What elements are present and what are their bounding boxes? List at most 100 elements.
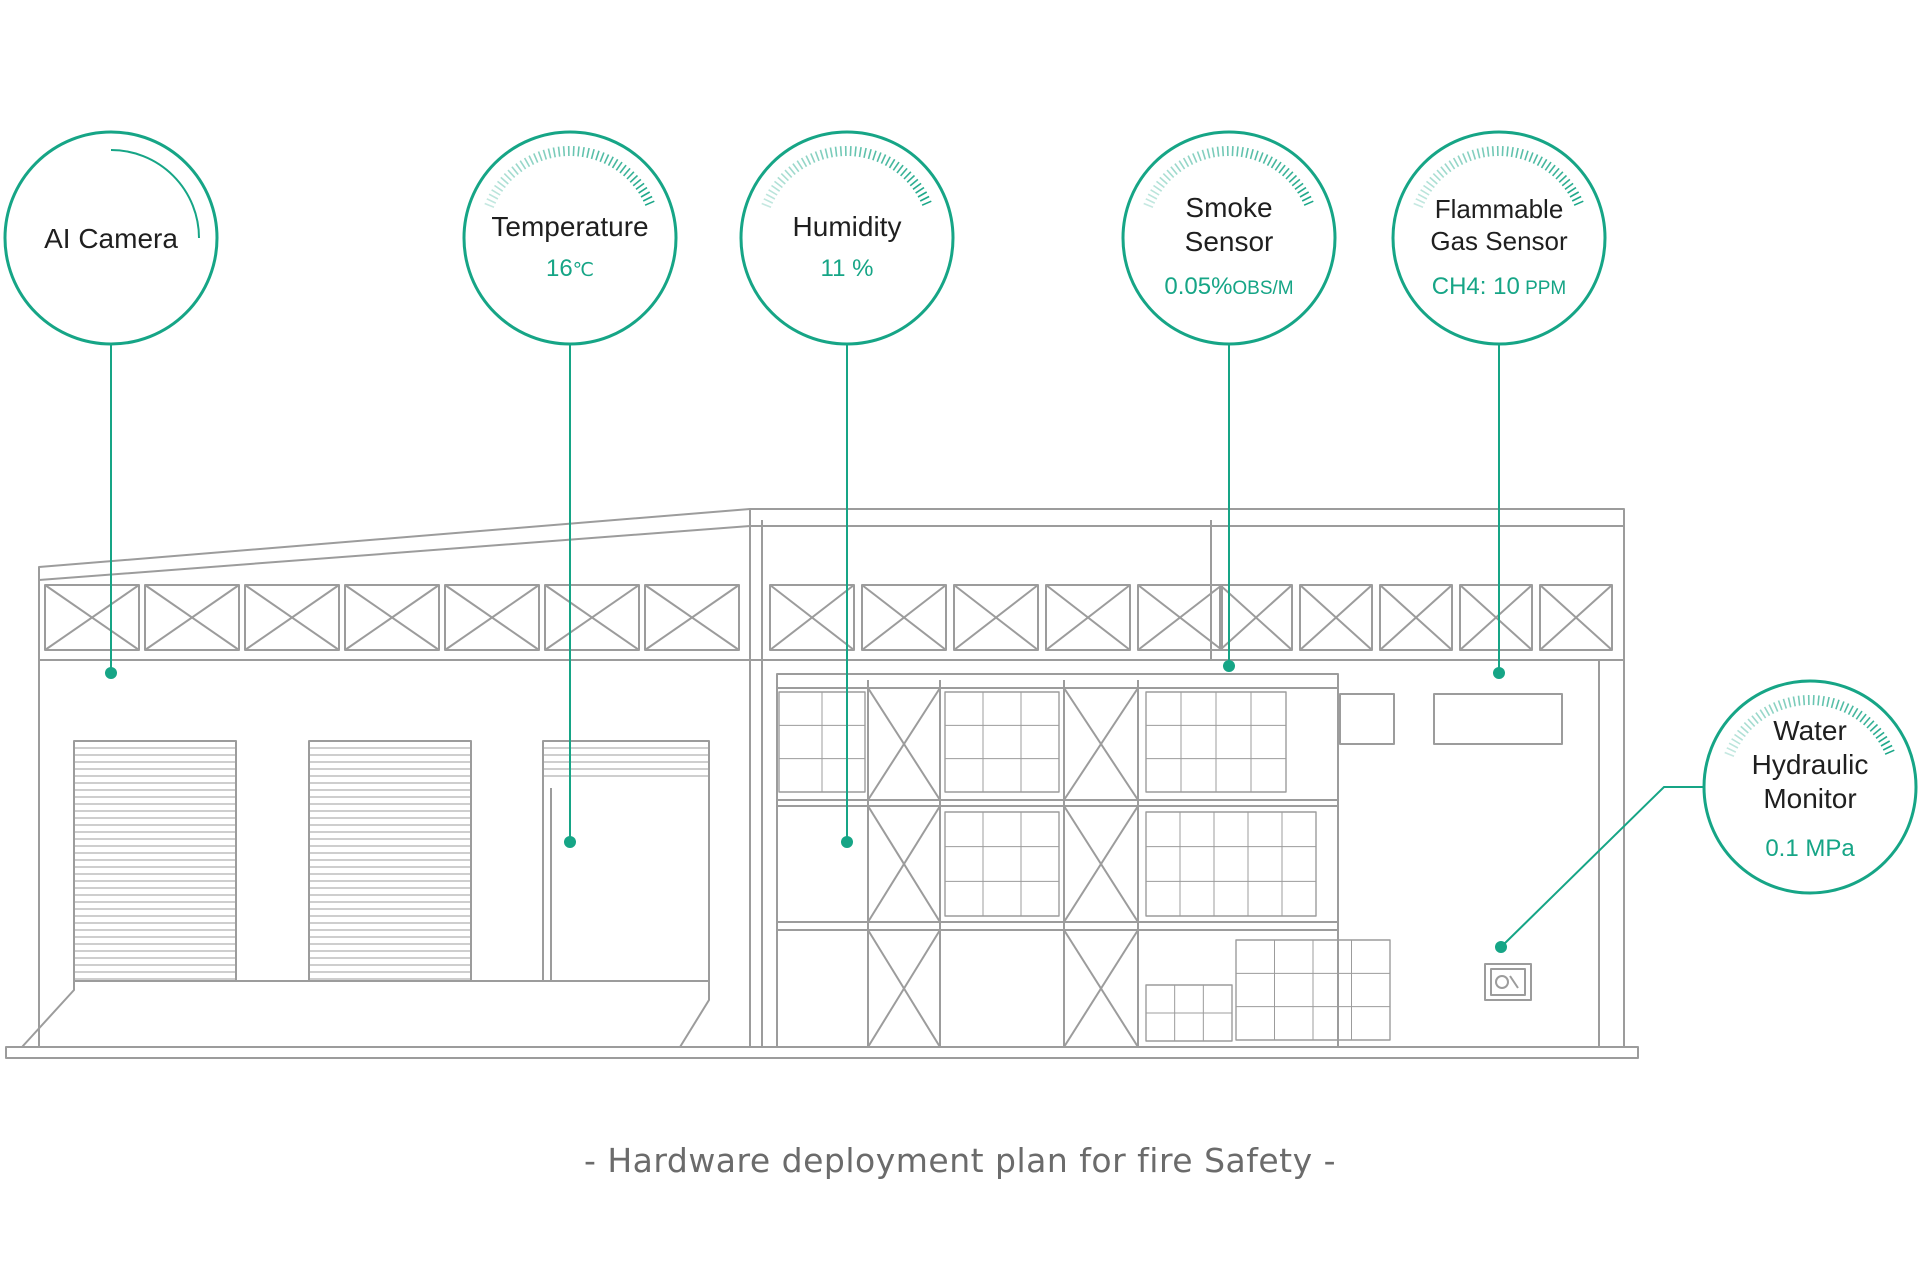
truss-brace (344, 584, 440, 651)
gauge-tick (537, 151, 543, 162)
rack-brace (1063, 687, 1139, 801)
gauge-tick (626, 171, 635, 180)
gauge-tick (863, 147, 867, 158)
truss-brace (144, 584, 240, 651)
gauge-tick (1221, 146, 1225, 157)
gauge-tick (1561, 178, 1571, 187)
gauge-tick (1763, 706, 1771, 717)
gauge-tick (1851, 707, 1859, 718)
gauge-tick (909, 178, 919, 187)
hydrant-cabinet-icon (1484, 963, 1532, 1001)
roller-door-3-open (542, 740, 710, 982)
gauge-tick (581, 146, 585, 158)
gauge-tick (824, 148, 829, 159)
gauge-tick (1859, 713, 1867, 723)
truss-bay (1459, 584, 1533, 651)
truss-brace (861, 584, 947, 651)
gauge-tick (1755, 712, 1763, 722)
gauge-tick (486, 198, 497, 204)
truss-bay (953, 584, 1039, 651)
sensor-title: Humidity (793, 211, 902, 242)
truss-bay (861, 584, 947, 651)
gauge-tick (547, 148, 552, 159)
gauge-tick (1201, 149, 1207, 160)
gauge-tick (814, 151, 820, 162)
gauge-tick (1145, 198, 1156, 204)
truss-bay (1379, 584, 1453, 651)
gauge-tick (1216, 146, 1220, 157)
arc-indicator-icon (110, 149, 200, 239)
sensor-title: Temperature (491, 211, 648, 242)
gauge-tick (1555, 171, 1564, 180)
gauge-tick (1787, 697, 1792, 708)
roller-door-1 (73, 740, 237, 982)
gauge-tick (1536, 156, 1543, 166)
truss-brace (953, 584, 1039, 651)
gauge-tick (533, 153, 539, 163)
gauge-tick (1294, 182, 1304, 190)
gauge-tick (796, 160, 804, 170)
gauge-tick (1281, 167, 1290, 177)
gauge-tick (1481, 147, 1485, 158)
mount-point-water-hydraulic-monitor (1495, 941, 1507, 953)
gauge-tick (1571, 195, 1582, 202)
gauge-tick (632, 178, 642, 187)
gauge-tick (1288, 174, 1298, 183)
bubble-ring (1121, 130, 1337, 346)
water-hydraulic-monitor-bubble: Water Hydraulic Monitor 0.1 MPa (1702, 679, 1918, 895)
gauge-tick (503, 173, 512, 182)
pallet-stack (944, 691, 1060, 793)
gauge-tick (761, 202, 772, 209)
sensor-title: AI Camera (44, 223, 178, 254)
gauge-tick (577, 146, 580, 157)
sensor-reading: 0.1 MPa (1765, 835, 1855, 862)
gauge-tick (1759, 709, 1767, 719)
gauge-tick (1880, 740, 1891, 747)
gauge-tick (800, 157, 808, 168)
gauge-tick (915, 186, 925, 194)
truss-bay (244, 584, 340, 651)
gauge-tick (1457, 155, 1464, 165)
sensor-value: 16 (546, 255, 573, 282)
gauge-tick (1301, 195, 1312, 202)
gauge-tick (607, 156, 614, 166)
gauge-tick (1423, 184, 1433, 192)
sensor-connectors (110, 343, 1704, 948)
bubble-ring (3, 130, 219, 346)
sensor-unit: ℃ (573, 260, 594, 281)
gauge-tick (557, 146, 561, 157)
sensor-unit: % (845, 255, 873, 282)
gauge-tick (1211, 147, 1215, 158)
truss-bay (644, 584, 740, 651)
ground-line (5, 1046, 1639, 1059)
gauge-tick (1510, 146, 1514, 158)
pallet-stack (1145, 811, 1317, 917)
sensor-reading: 11 % (821, 255, 874, 282)
gauge-tick (780, 173, 789, 182)
gauge-tick (1731, 738, 1741, 745)
gauge-tick (1532, 154, 1539, 164)
truss-bay (344, 584, 440, 651)
sensor-title-line-2: Hydraulic (1752, 749, 1869, 780)
sensor-value: 11 (821, 255, 846, 282)
gauge-tick (892, 161, 900, 171)
sensor-title-line-3: Monitor (1763, 783, 1856, 814)
truss-brace (1539, 584, 1613, 651)
gauge-tick (1782, 698, 1788, 709)
gauge-tick (1797, 695, 1801, 706)
bubble-ring (739, 130, 955, 346)
rack-brace (867, 805, 941, 923)
gauge-tick (1884, 749, 1895, 755)
gauge-tick (1196, 151, 1202, 162)
gauge-tick (1432, 173, 1441, 182)
gauge-tick (1875, 731, 1885, 739)
warehouse-illustration (5, 508, 1639, 1059)
sensor-title-line-2: Gas Sensor (1430, 226, 1568, 256)
gauge-tick (1274, 161, 1282, 171)
connector-water-hydraulic-monitor (1500, 786, 1704, 948)
gauge-tick (1452, 157, 1460, 168)
gauge-tick (1728, 742, 1739, 749)
gauge-tick (765, 193, 776, 200)
gauge-tick (1519, 148, 1524, 160)
